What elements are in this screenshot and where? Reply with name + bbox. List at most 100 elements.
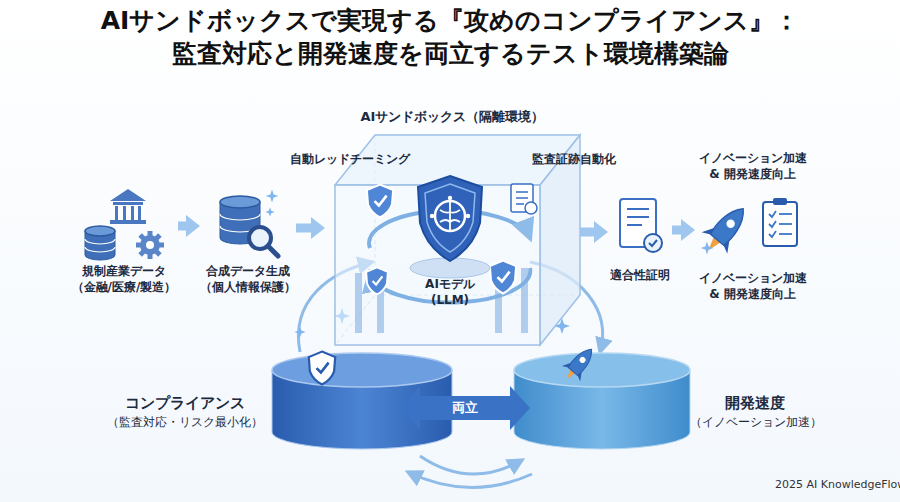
sandbox-cube: AIサンドボックス（隔離環境） AIモデル (LLM)	[325, 108, 580, 348]
compliance-cylinder-shape	[272, 352, 452, 449]
loop-arrow	[408, 472, 532, 488]
compliance-cylinder-shape	[309, 352, 335, 385]
arrow-head	[400, 386, 420, 430]
speed-cylinder: 開発速度（イノベーション加速）	[530, 355, 820, 450]
feature-label: 監査証跡自動化	[532, 151, 616, 168]
node-heading: 規制産業データ （金融/医療/製造）	[70, 263, 178, 295]
model-shield	[466, 214, 470, 218]
flow-arrow	[672, 219, 695, 241]
arrow-head	[311, 217, 325, 239]
loop-arrow	[420, 456, 522, 474]
industry-icons	[136, 231, 164, 259]
certificate-icon	[620, 199, 662, 252]
sandbox-outline	[490, 261, 516, 294]
speed-cylinder-shape	[557, 341, 600, 386]
sparkle	[294, 326, 305, 337]
sandbox-outline	[366, 267, 388, 294]
sandbox-outline	[335, 135, 580, 345]
industry-icons	[110, 189, 146, 224]
model-shield	[430, 214, 434, 218]
industry-icons	[85, 189, 164, 260]
innovation-icons	[695, 198, 797, 261]
sandbox-outline	[525, 202, 537, 214]
sandbox-outline	[516, 192, 528, 204]
certificate-icon	[644, 234, 662, 252]
node-heading: イノベーション加速 & 開発速度向上	[695, 150, 810, 182]
edge-label: 両立	[425, 399, 505, 417]
speed-cylinder-shape	[514, 341, 690, 449]
sparkle	[265, 207, 275, 217]
industry-icons	[110, 220, 146, 224]
model-shield	[448, 196, 452, 200]
arrow-shaft	[296, 224, 311, 233]
arrow-shaft	[420, 396, 510, 420]
sandbox-outline	[490, 261, 516, 294]
sandbox-outline	[511, 184, 537, 214]
model-shield	[440, 201, 460, 231]
innovation-icons	[779, 233, 792, 235]
arrow-head	[594, 221, 608, 243]
industry-icons	[140, 235, 160, 255]
innovation-icons	[779, 223, 792, 225]
industry-icons	[110, 189, 146, 201]
sandbox-outline	[366, 267, 388, 294]
innovation-icons	[725, 218, 737, 230]
database-icon	[268, 246, 278, 256]
sandbox-outline	[367, 185, 393, 218]
innovation-icons	[763, 202, 797, 246]
industry-icons	[138, 206, 141, 220]
innovation-icons	[709, 202, 750, 246]
node-heading: 合成データ生成 （個人情報保護）	[200, 263, 296, 295]
innovation-icons	[695, 198, 756, 261]
arrow-shaft	[672, 226, 681, 235]
model-shield	[435, 201, 465, 231]
database-icon	[220, 196, 260, 208]
node-heading: 適合性証明	[608, 267, 672, 283]
node-heading: AIモデル (LLM)	[420, 276, 480, 308]
node-subtext: イノベーション加速 & 開発速度向上	[695, 270, 810, 302]
sandbox-outline	[498, 272, 510, 282]
sandbox-outline	[355, 273, 362, 333]
speed-cylinder-shape	[578, 356, 586, 364]
arrow-shaft	[178, 222, 186, 231]
source-data-node: 規制産業データ （金融/医療/製造）	[70, 185, 178, 305]
industry-icons	[85, 226, 115, 236]
diagram-title: AIサンドボックスで実現する『攻めのコンプライアンス』： 監査対応と開発速度を両…	[0, 4, 900, 70]
compliance-cylinder-shape	[272, 353, 452, 387]
certificate-node: 適合性証明	[608, 195, 672, 290]
speed-cylinder-shape	[514, 353, 690, 387]
arrow-shaft	[580, 228, 594, 237]
node-heading: コンプライアンス	[100, 393, 270, 413]
node-heading: 開発速度	[690, 393, 820, 413]
industry-icons	[85, 239, 115, 252]
sandbox-outline	[373, 276, 383, 284]
sandbox-outline	[367, 185, 393, 218]
compliance-cylinder: コンプライアンス （監査対応・リスク最小化）	[100, 355, 400, 450]
speed-cylinder-shape	[567, 345, 597, 376]
model-shield	[425, 184, 475, 252]
arrow-head	[681, 219, 695, 241]
innovation-icons	[769, 221, 776, 227]
innovation-icons	[773, 198, 787, 205]
innovation-icons	[763, 198, 797, 246]
industry-icons	[146, 241, 154, 249]
model-shield	[410, 176, 490, 278]
database-icon	[266, 190, 279, 203]
footer-note: 2025 AI KnowledgeFlow	[775, 478, 900, 491]
innovation-icons	[779, 213, 792, 215]
industry-icons	[113, 202, 143, 205]
innovation-icons	[769, 211, 776, 217]
node-subtext: （監査対応・リスク最小化）	[100, 415, 270, 431]
innovation-node: イノベーション加速 & 開発速度向上イノベーション加速 & 開発速度向上	[695, 150, 810, 320]
industry-icons	[115, 206, 118, 220]
innovation-icons	[769, 231, 776, 237]
arrow-head	[186, 215, 200, 237]
database-icon	[220, 190, 278, 256]
arrow-head	[510, 386, 530, 430]
innovation-icons	[701, 242, 714, 255]
flow-arrow	[296, 217, 325, 239]
sandbox-outline	[375, 196, 387, 206]
node-heading: AIサンドボックス（隔離環境）	[325, 108, 580, 126]
